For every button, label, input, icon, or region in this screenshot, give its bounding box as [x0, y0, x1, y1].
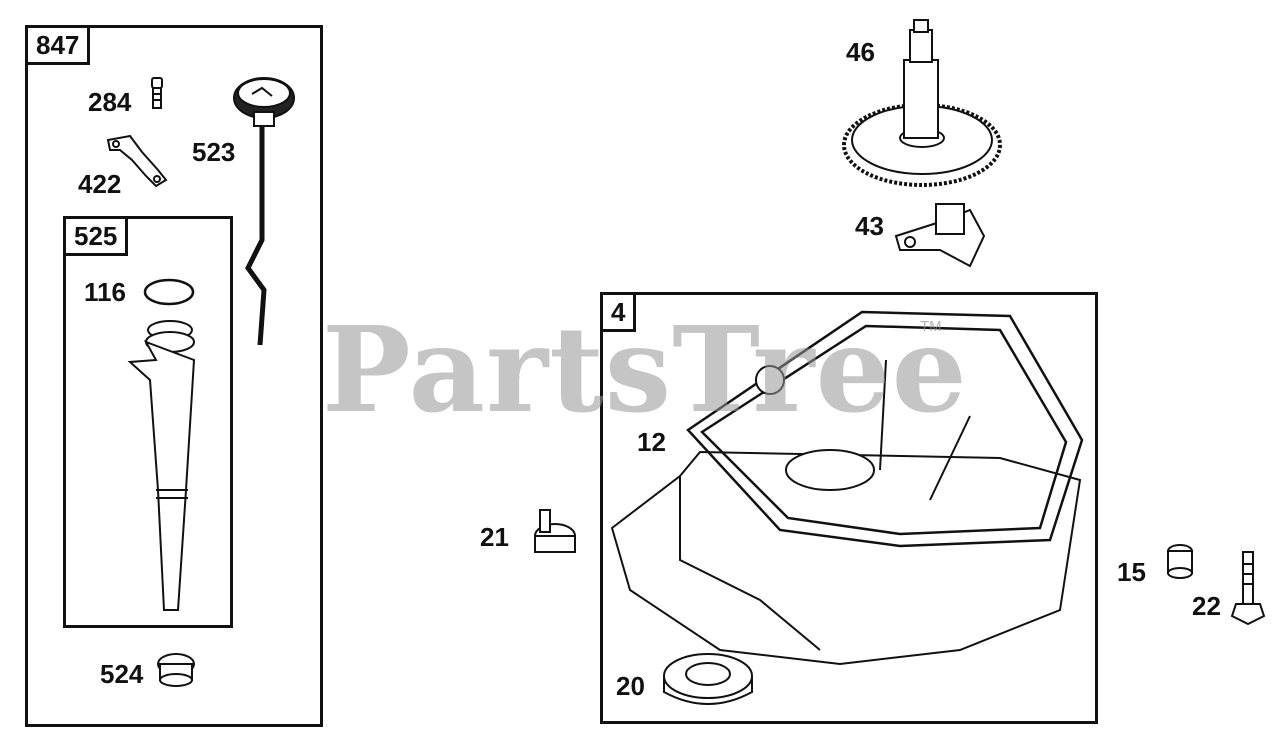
watermark-tm: TM [920, 318, 942, 335]
part-46-camshaft-gear[interactable] [842, 19, 1002, 187]
callout-284[interactable]: 284 [88, 87, 132, 117]
part-22-bolt[interactable] [1230, 551, 1266, 626]
callout-21[interactable]: 21 [480, 522, 509, 552]
callout-116[interactable]: 116 [84, 277, 126, 307]
part-422-bracket[interactable] [106, 134, 168, 188]
part-43-governor[interactable] [894, 203, 986, 268]
callout-15[interactable]: 15 [1117, 557, 1146, 587]
group-box-525: 525 [63, 216, 233, 628]
part-523-dipstick[interactable] [233, 77, 295, 346]
group-box-847: 847 [25, 25, 323, 727]
callout-46[interactable]: 46 [846, 37, 875, 67]
callout-422[interactable]: 422 [78, 169, 122, 199]
part-524-plug[interactable] [157, 653, 195, 687]
callout-20[interactable]: 20 [616, 671, 645, 701]
part-20-seal[interactable] [663, 653, 753, 705]
part-4-sump-base[interactable] [610, 359, 1082, 666]
group-box-4: 4 [600, 292, 1098, 724]
part-116-oring[interactable] [143, 278, 195, 306]
callout-12[interactable]: 12 [637, 427, 666, 457]
group-label-525: 525 [66, 219, 129, 256]
callout-22[interactable]: 22 [1192, 591, 1221, 621]
part-15-plug[interactable] [1167, 544, 1193, 579]
callout-523[interactable]: 523 [192, 137, 236, 167]
part-525-tube[interactable] [127, 320, 196, 611]
callout-43[interactable]: 43 [855, 211, 884, 241]
part-21-fitting[interactable] [534, 509, 576, 553]
callout-524[interactable]: 524 [100, 659, 144, 689]
group-label-4: 4 [603, 295, 637, 332]
part-284-screw[interactable] [151, 77, 163, 109]
part-12-gasket[interactable] [686, 310, 1084, 548]
group-label-847: 847 [28, 28, 91, 65]
watermark: PartsTree [322, 300, 968, 439]
